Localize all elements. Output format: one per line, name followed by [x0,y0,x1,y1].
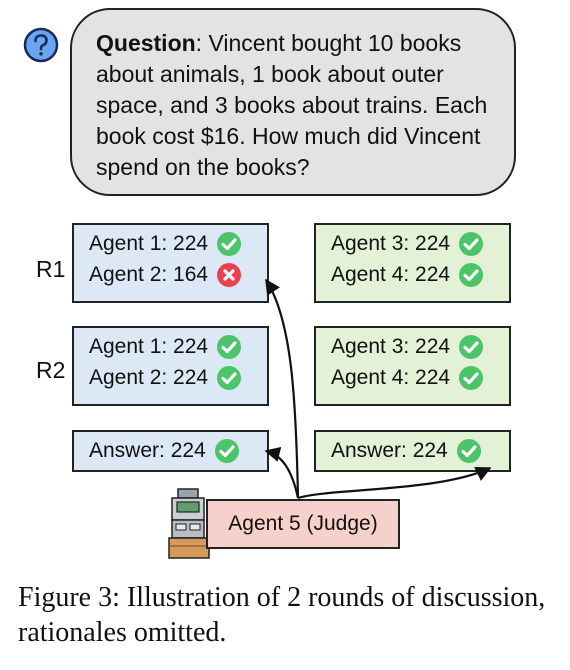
check-circle-icon [217,365,242,390]
check-circle-icon [459,365,484,390]
round2-left-panel: Agent 1: 224 Agent 2: 224 [72,326,269,406]
agent-result: Agent 2: 224 [89,366,209,389]
round2-right-panel: Agent 3: 224 Agent 4: 224 [314,326,511,406]
question-bubble: Question: Vincent bought 10 books about … [70,8,516,196]
check-circle-icon [459,231,484,256]
check-circle-icon [459,334,484,359]
x-circle-icon [217,262,242,287]
agent-result: Agent 3: 224 [331,335,451,358]
agent-row: Agent 3: 224 [331,331,509,362]
agent-result: Agent 4: 224 [331,263,451,286]
answer-left-box: Answer: 224 [72,430,269,472]
answer-right-box: Answer: 224 [314,430,511,472]
round-label-r2: R2 [36,357,66,383]
question-label: Question [96,30,196,56]
question-text: : Vincent bought 10 books about animals,… [96,30,488,180]
answer-row: Answer: 224 [331,435,509,466]
judge-label: Agent 5 (Judge) [228,512,378,535]
answer-text: Answer: 224 [89,439,206,462]
check-circle-icon [456,438,481,463]
agent-row: Agent 1: 224 [89,228,267,259]
arrow-judge-to-r1-agent2 [265,278,300,499]
agent-result: Agent 1: 224 [89,232,209,255]
check-circle-icon [217,231,242,256]
agent-row: Agent 1: 224 [89,331,267,362]
check-circle-icon [214,438,239,463]
agent-row: Agent 3: 224 [331,228,509,259]
answer-row: Answer: 224 [89,435,267,466]
agent-row: Agent 2: 224 [89,362,267,393]
agent-result: Agent 1: 224 [89,335,209,358]
agent-row: Agent 2: 164 [89,259,267,290]
agent-row: Agent 4: 224 [331,259,509,290]
arrow-judge-to-right-answer [297,467,492,500]
question-mark-icon [23,27,59,63]
agent-result: Agent 2: 164 [89,263,209,286]
judge-box: Agent 5 (Judge) [206,499,400,549]
check-circle-icon [217,334,242,359]
check-circle-icon [459,262,484,287]
answer-text: Answer: 224 [331,439,448,462]
round1-left-panel: Agent 1: 224 Agent 2: 164 [72,223,269,303]
round1-right-panel: Agent 3: 224 Agent 4: 224 [314,223,511,303]
arrow-judge-to-left-answer [264,446,300,499]
figure-caption: Figure 3: Illustration of 2 rounds of di… [18,582,546,648]
robot-judge-icon [168,488,210,559]
agent-row: Agent 4: 224 [331,362,509,393]
agent-result: Agent 3: 224 [331,232,451,255]
agent-result: Agent 4: 224 [331,366,451,389]
round-label-r1: R1 [36,256,66,282]
